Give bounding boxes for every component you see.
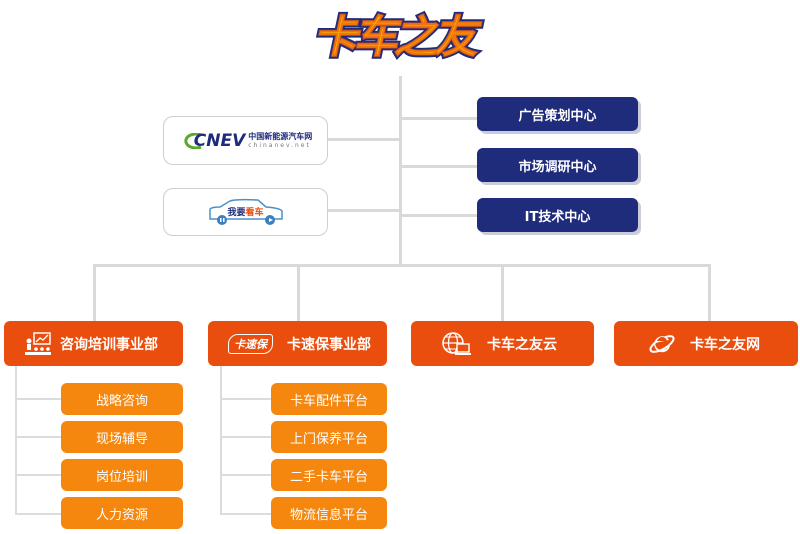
kanche-text-a: 我要: [227, 208, 246, 218]
kanche-logo: 我要看车: [206, 197, 286, 227]
kasubao-item: 上门保养平台: [271, 421, 387, 453]
logo-text-outline: 卡车之友: [311, 12, 486, 62]
center-market-research: 市场调研中心: [477, 148, 638, 182]
center-it-tech: IT技术中心: [477, 198, 638, 232]
ie-browser-icon: [649, 334, 675, 353]
item-label: 战略咨询: [95, 393, 148, 409]
cnev-leaf-icon: [184, 132, 202, 149]
car-outline-icon: [208, 198, 283, 225]
partner-kanche[interactable]: 我要看车: [163, 188, 328, 236]
consulting-icon: [25, 331, 51, 355]
item-label: 岗位培训: [95, 469, 148, 485]
item-label: 上门保养平台: [289, 431, 368, 447]
kasubao-item: 卡车配件平台: [271, 383, 387, 415]
logo-graphic: 卡车之友 卡车之友: [309, 10, 489, 65]
center-label: 广告策划中心: [518, 108, 597, 124]
division-label: 咨询培训事业部: [60, 336, 158, 353]
consulting-item: 人力资源: [61, 497, 183, 529]
cnev-name: 中国新能源汽车网: [248, 131, 313, 141]
cnev-logo: CNEV 中国新能源汽车网 chinanev.net: [179, 131, 312, 151]
subtree-branch: [220, 398, 271, 400]
division-label: 卡车之友网: [690, 336, 760, 353]
partner-cnev[interactable]: CNEV 中国新能源汽车网 chinanev.net: [163, 116, 328, 165]
kasubao-item: 二手卡车平台: [271, 459, 387, 491]
logo-text: 卡车之友: [311, 12, 486, 62]
consulting-item: 战略咨询: [61, 383, 183, 415]
trunk-line: [399, 76, 402, 266]
consulting-item: 现场辅导: [61, 421, 183, 453]
item-label: 卡车配件平台: [289, 393, 368, 409]
cnev-domain: chinanev.net: [248, 141, 311, 149]
branch-line: [400, 214, 478, 217]
drop-line: [297, 264, 300, 322]
subtree-branch: [220, 436, 271, 438]
center-ad-planning: 广告策划中心: [477, 97, 638, 131]
branch-line: [400, 165, 478, 168]
division-website[interactable]: 卡车之友网: [614, 321, 798, 366]
subtree-branch: [15, 398, 61, 400]
kasubao-logo-text: 卡速保: [234, 337, 267, 351]
item-label: 人力资源: [95, 507, 148, 523]
subtree-line: [15, 366, 17, 514]
division-cloud[interactable]: 卡车之友云: [411, 321, 594, 366]
subtree-branch: [15, 436, 61, 438]
item-label: 物流信息平台: [289, 507, 368, 523]
subtree-branch: [15, 513, 61, 515]
subtree-branch: [220, 513, 271, 515]
center-label: IT技术中心: [524, 209, 591, 225]
division-bar: [93, 264, 711, 267]
item-label: 现场辅导: [95, 431, 148, 447]
logo: 卡车之友 卡车之友: [300, 4, 500, 65]
consulting-item: 岗位培训: [61, 459, 183, 491]
division-kasubao: 卡速保 卡速保事业部: [208, 321, 387, 366]
subtree-branch: [15, 474, 61, 476]
branch-line: [400, 117, 478, 120]
branch-line: [326, 138, 400, 141]
kasubao-logo: 卡速保: [228, 333, 273, 354]
subtree-branch: [220, 474, 271, 476]
center-label: 市场调研中心: [518, 159, 597, 175]
subtree-line: [220, 366, 222, 514]
division-consulting: 咨询培训事业部: [4, 321, 183, 366]
item-label: 二手卡车平台: [289, 469, 368, 485]
cnev-brand: CNEV: [193, 130, 246, 151]
kasubao-item: 物流信息平台: [271, 497, 387, 529]
drop-line: [708, 264, 711, 322]
drop-line: [501, 264, 504, 322]
kanche-text-b: 看车: [245, 208, 264, 218]
branch-line: [326, 209, 400, 212]
drop-line: [93, 264, 96, 322]
globe-computer-icon: [442, 331, 471, 355]
division-label: 卡速保事业部: [287, 336, 371, 353]
division-label: 卡车之友云: [487, 336, 557, 353]
